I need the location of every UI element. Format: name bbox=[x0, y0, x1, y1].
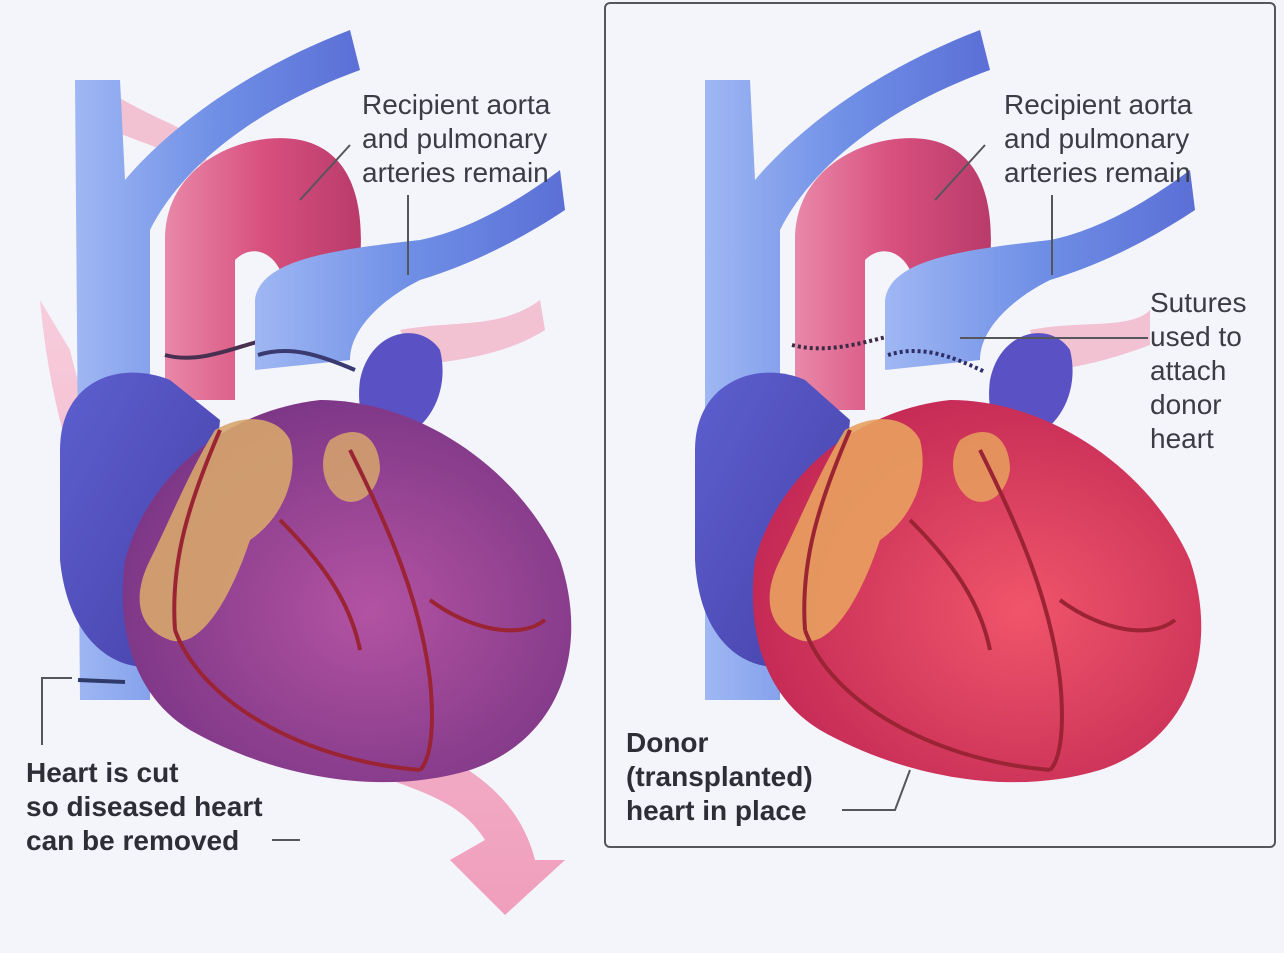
coronary-artery bbox=[172, 429, 547, 772]
aorta bbox=[165, 138, 361, 400]
label-recipient-aorta-left: Recipient aorta and pulmonary arteries r… bbox=[362, 89, 551, 188]
leader-aorta-left bbox=[299, 144, 351, 201]
vena-cut-line bbox=[77, 678, 126, 684]
right-panel-frame bbox=[604, 2, 1276, 848]
aorta-suture-line bbox=[791, 333, 896, 351]
label-recipient-aorta-right: Recipient aorta and pulmonary arteries r… bbox=[1004, 89, 1193, 188]
right-panel-heart bbox=[695, 30, 1202, 811]
pulmonary-artery-right bbox=[885, 170, 1195, 370]
pulmonary-cut-line bbox=[257, 348, 356, 372]
aorta-right bbox=[795, 138, 991, 410]
pulmonary-artery bbox=[255, 170, 565, 370]
label-donor-heart: Donor (transplanted) heart in place bbox=[626, 727, 813, 826]
donor-fat bbox=[769, 419, 923, 642]
label-heart-cut: Heart is cut so diseased heart can be re… bbox=[26, 757, 263, 856]
leader-cut-left bbox=[41, 677, 72, 745]
left-panel-heart bbox=[40, 30, 572, 915]
leader-aorta-right bbox=[934, 144, 986, 201]
label-sutures: Sutures used to attach donor heart bbox=[1150, 287, 1247, 454]
leader-donor bbox=[842, 769, 911, 811]
donor-coronary bbox=[802, 429, 1177, 772]
epicardial-fat bbox=[139, 419, 293, 642]
